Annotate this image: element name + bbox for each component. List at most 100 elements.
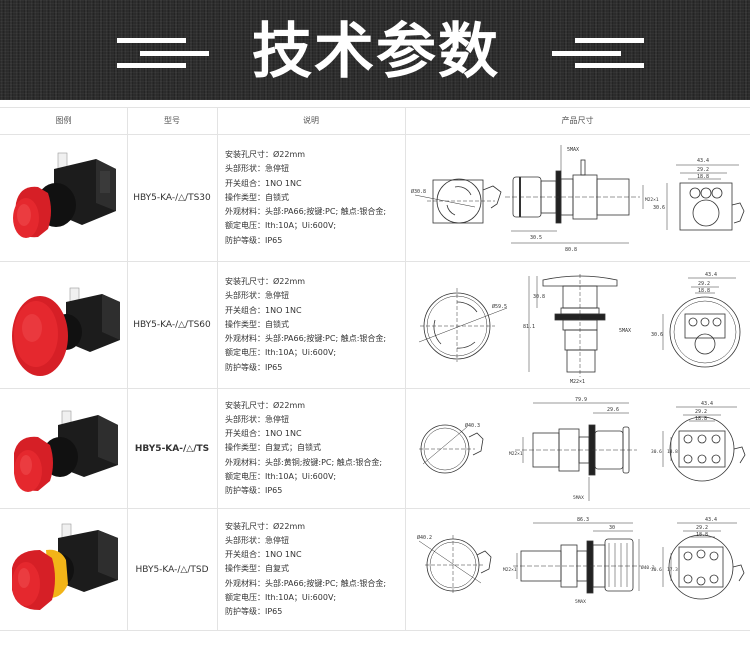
- dimension-drawing-ts60: Ø59.5 30.8 81.1 5MAX M22×1: [405, 262, 750, 388]
- spec-list: 安装孔尺寸：Ø22mm 头部形状：急停钮 开关组合：1NO 1NC 操作类型：自…: [217, 135, 405, 261]
- spec-contacts: 开关组合：1NO 1NC: [225, 178, 302, 188]
- spec-list: 安装孔尺寸：Ø22mm 头部形状：急停钮 开关组合：1NO 1NC 操作类型：自…: [217, 509, 405, 630]
- spec-protection: 防护等级：IP65: [225, 235, 283, 245]
- svg-text:Ø30.8: Ø30.8: [411, 188, 426, 195]
- table-border: [0, 107, 750, 108]
- product-photo-ts60: [0, 262, 127, 388]
- spec-material: 外观材料：头部:PA66;按键:PC; 触点:银合金;: [225, 334, 387, 344]
- svg-text:29.6: 29.6: [607, 407, 619, 413]
- svg-text:5MAX: 5MAX: [619, 328, 631, 334]
- technical-drawing-icon: Ø30.8 30.5 80.8 5MAX M22×1: [411, 145, 745, 253]
- svg-text:29.2: 29.2: [698, 281, 710, 287]
- svg-text:5MAX: 5MAX: [573, 495, 584, 501]
- svg-text:5MAX: 5MAX: [567, 147, 579, 153]
- table-border: [0, 508, 750, 509]
- dimension-drawing-tsd: Ø40.2 86.3 30 M22×1 Ø40.2 5MAX: [405, 509, 750, 630]
- spec-material: 外观材料：头部:PA66;按键:PC; 触点:银合金;: [225, 578, 387, 588]
- svg-text:Ø40.2: Ø40.2: [641, 564, 655, 571]
- spec-operation: 操作类型：自复式: [225, 564, 289, 574]
- svg-text:18.8: 18.8: [667, 449, 678, 455]
- svg-text:Ø40.2: Ø40.2: [417, 534, 432, 541]
- spec-protection: 防护等级：IP65: [225, 486, 283, 495]
- header-legend: 图例: [55, 116, 72, 125]
- dimension-drawing-ts: Ø40.3 79.9 29.6 M22×1 5MAX: [405, 389, 750, 508]
- product-photo-tsd: [0, 509, 127, 630]
- product-photo-ts: [0, 389, 127, 508]
- spec-list: 安装孔尺寸：Ø22mm 头部形状：急停钮 开关组合：1NO 1NC 操作类型：自…: [217, 389, 405, 508]
- header-description: 说明: [303, 116, 319, 125]
- spec-rating: 额定电压：Ith:10A；Ui:600V;: [225, 471, 337, 481]
- svg-text:43.4: 43.4: [701, 401, 713, 407]
- svg-text:30.6: 30.6: [651, 332, 663, 338]
- header-dimensions: 产品尺寸: [561, 116, 594, 125]
- svg-text:81.1: 81.1: [523, 324, 535, 330]
- spec-rating: 额定电压：Ith:10A；Ui:600V;: [225, 592, 337, 602]
- svg-text:M22×1: M22×1: [570, 379, 585, 385]
- model-number: HBY5-KA-/△/TSD: [135, 564, 209, 575]
- dimension-drawing-ts30: Ø30.8 30.5 80.8 5MAX M22×1: [405, 135, 750, 261]
- column-divider: [127, 107, 128, 630]
- emergency-stop-button-icon: [11, 523, 118, 610]
- decor-line-right-bottom: [575, 63, 644, 68]
- svg-text:M22×1: M22×1: [503, 567, 517, 573]
- spec-contacts: 开关组合：1NO 1NC: [225, 550, 302, 560]
- spec-material: 外观材料：头部:PA66;按键:PC; 触点:银合金;: [225, 207, 387, 217]
- spec-operation: 操作类型：自锁式: [225, 192, 289, 202]
- header-model: 型号: [164, 116, 180, 125]
- svg-text:17.3: 17.3: [667, 567, 678, 573]
- technical-drawing-icon: Ø59.5 30.8 81.1 5MAX M22×1: [418, 272, 741, 385]
- svg-text:30: 30: [609, 525, 615, 531]
- svg-text:Ø59.5: Ø59.5: [492, 303, 507, 310]
- spec-head-shape: 头部形状：急停钮: [225, 291, 289, 301]
- table-border: [0, 388, 750, 389]
- emergency-stop-button-icon: [11, 287, 120, 376]
- decor-line-left-bottom: [117, 63, 186, 68]
- spec-operation: 操作类型：自锁式: [225, 319, 289, 329]
- spec-operation: 操作类型：自复式；自锁式: [225, 443, 321, 453]
- decor-line-left-mid: [140, 51, 209, 56]
- spec-mount-hole: 安装孔尺寸：Ø22mm: [225, 521, 306, 531]
- title-banner: 技术参数: [0, 0, 750, 100]
- model-number: HBY5-KA-/△/TS60: [133, 320, 211, 330]
- svg-text:29.2: 29.2: [697, 167, 709, 173]
- table-border: [0, 630, 750, 631]
- table-border: [0, 261, 750, 262]
- svg-text:29.2: 29.2: [696, 525, 708, 531]
- technical-drawing-icon: Ø40.2 86.3 30 M22×1 Ø40.2 5MAX: [417, 517, 745, 605]
- svg-text:18.8: 18.8: [695, 416, 707, 422]
- emergency-stop-button-icon: [12, 152, 116, 238]
- spec-contacts: 开关组合：1NO 1NC: [225, 429, 302, 439]
- column-divider: [217, 107, 218, 630]
- svg-text:79.9: 79.9: [575, 397, 587, 403]
- spec-rating: 额定电压：Ith:10A；Ui:600V;: [225, 348, 337, 358]
- spec-mount-hole: 安装孔尺寸：Ø22mm: [225, 400, 306, 410]
- spec-protection: 防护等级：IP65: [225, 607, 283, 616]
- model-number: HBY5-KA-/△/TS: [134, 443, 210, 454]
- spec-mount-hole: 安装孔尺寸：Ø22mm: [225, 277, 306, 287]
- spec-mount-hole: 安装孔尺寸：Ø22mm: [225, 150, 306, 160]
- svg-text:18.8: 18.8: [698, 288, 710, 294]
- decor-line-right-mid: [552, 51, 621, 56]
- column-divider: [405, 107, 406, 630]
- decor-line-right-top: [575, 38, 644, 43]
- svg-text:5MAX: 5MAX: [575, 599, 586, 605]
- svg-text:43.4: 43.4: [705, 517, 717, 523]
- svg-text:43.4: 43.4: [697, 158, 709, 164]
- model-number: HBY5-KA-/△/TS30: [133, 193, 211, 203]
- spec-material: 外观材料：头部:黄铜;按键:PC; 触点:银合金;: [225, 457, 383, 467]
- svg-text:86.3: 86.3: [577, 517, 589, 523]
- spec-head-shape: 头部形状：急停钮: [225, 535, 289, 545]
- svg-text:Ø40.3: Ø40.3: [465, 422, 480, 429]
- product-photo-ts30: [0, 135, 127, 261]
- svg-text:29.2: 29.2: [695, 409, 707, 415]
- svg-text:30.6: 30.6: [651, 567, 662, 573]
- svg-text:80.8: 80.8: [565, 247, 577, 253]
- svg-text:30.8: 30.8: [533, 294, 545, 300]
- svg-text:18.8: 18.8: [696, 532, 708, 538]
- spec-protection: 防护等级：IP65: [225, 362, 283, 372]
- table-border: [0, 134, 750, 135]
- svg-text:30.6: 30.6: [653, 205, 665, 211]
- svg-text:M22×1: M22×1: [509, 451, 523, 457]
- svg-text:18.8: 18.8: [697, 174, 709, 180]
- svg-text:43.4: 43.4: [705, 272, 717, 278]
